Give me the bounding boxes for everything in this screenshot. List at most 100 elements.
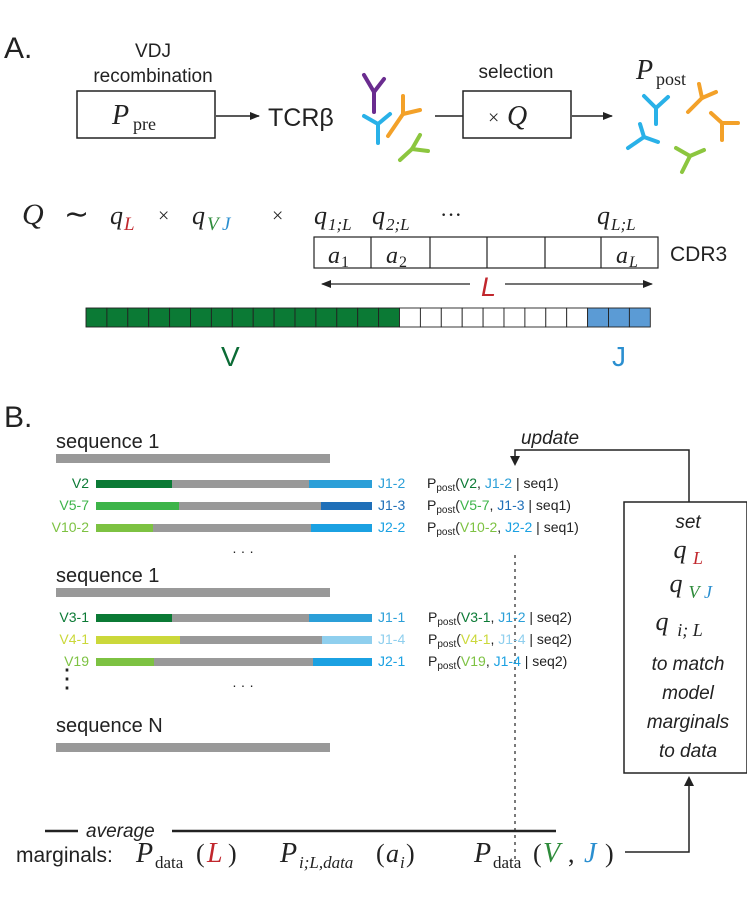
marginals-to-box-line [625, 784, 690, 853]
n-region-cell [461, 307, 484, 328]
m3-sub: data [493, 853, 522, 872]
eq-times-1: × [158, 205, 169, 227]
marginals-equation: P data ( L ) P i;L,data ( a i ) P data (… [135, 838, 614, 872]
group-vdots: ⋮ [54, 663, 80, 693]
j-segment-label: J [612, 341, 626, 372]
v-gene-label: V2 [72, 475, 89, 491]
antibody-green-icon [674, 146, 706, 174]
antibody-green-icon [398, 133, 430, 162]
sequence-bar [85, 307, 651, 328]
v-segment-cell [252, 307, 275, 328]
box-qiL-q: q [656, 607, 669, 636]
antibody-cyan-icon [626, 122, 660, 150]
m3-close: ) [605, 839, 614, 868]
q-equation: Q ∼ q L × q V J × q 1;L q 2;L ··· q L;L [22, 198, 636, 235]
v-gene-segment [96, 524, 153, 532]
p-post-annotation: Ppost(V5-7, J1-3 | seq1) [427, 497, 571, 516]
n-region-cell [524, 307, 547, 328]
j-gene-label: J1-2 [378, 475, 405, 491]
v-gene-label: V5-7 [59, 497, 89, 513]
cell-aL: a [616, 243, 628, 269]
p-pre-symbol: P [111, 100, 129, 131]
v-segment-cell [273, 307, 296, 328]
v-segment-cell [357, 307, 380, 328]
cell-a1: a [328, 243, 340, 269]
v-segment-cell [336, 307, 359, 328]
n-region-segment [180, 636, 322, 644]
box-line-2: model [662, 683, 715, 704]
antibody-cyan-icon [642, 94, 670, 126]
m2-P: P [279, 838, 297, 869]
update-arrow-head [510, 456, 520, 466]
v-gene-label: V4-1 [59, 631, 89, 647]
p-post-annotation: Ppost(V2, J1-2 | seq1) [427, 475, 559, 494]
j-gene-label: J1-1 [378, 609, 405, 625]
cell-aL-sub: L [628, 254, 638, 271]
n-region-cell [566, 307, 589, 328]
length-L-label: L [481, 272, 496, 302]
n-region-cell [503, 307, 526, 328]
j-gene-segment [309, 614, 372, 622]
p-post-symbol: P [635, 55, 653, 86]
eq-dots: ··· [440, 202, 462, 227]
average-label: average [86, 821, 155, 842]
antibody-cluster-post-icon [626, 82, 740, 174]
v-gene-label: V10-2 [52, 519, 90, 535]
m1-L: L [206, 838, 223, 869]
sequence-title: sequence 1 [56, 565, 159, 587]
v-segment-cell [106, 307, 129, 328]
eq-qL-q: q [110, 201, 123, 230]
m2-open: ( [376, 839, 385, 868]
box-line-4: to data [659, 741, 717, 762]
sequence-bar [56, 588, 330, 597]
eq-q1-sub: 1;L [328, 215, 352, 234]
eq-qL-sub: L [123, 214, 135, 235]
antibody-orange-icon [386, 94, 422, 138]
box-line-3: marginals [647, 712, 730, 733]
p-pre-box [76, 90, 216, 139]
marginals-to-box-arrow-head [684, 776, 694, 786]
j-gene-segment [309, 480, 372, 488]
row-ellipsis: · · · [232, 543, 254, 559]
set-q-box [623, 501, 747, 774]
cell-a1-sub: 1 [341, 254, 349, 271]
m1-open: ( [196, 839, 205, 868]
v-segment-cell [127, 307, 150, 328]
v-gene-label: V19 [64, 653, 89, 669]
m2-a: a [386, 839, 399, 868]
v-segment-cell [315, 307, 338, 328]
m2-sub: i;L,data [299, 853, 353, 872]
m3-P: P [473, 838, 491, 869]
j-gene-label: J2-1 [378, 653, 405, 669]
v-segment-cell [190, 307, 212, 328]
v-segment-cell [148, 307, 171, 328]
m3-open: ( [533, 839, 542, 868]
sequence-bar [56, 454, 330, 463]
update-label: update [521, 428, 579, 449]
sequence-n-title: sequence N [56, 715, 163, 737]
j-gene-segment [313, 658, 372, 666]
j-gene-segment [322, 636, 372, 644]
q-times: × [488, 107, 499, 129]
v-gene-label: V3-1 [59, 609, 89, 625]
q-symbol: Q [507, 101, 527, 132]
v-gene-segment [96, 658, 154, 666]
v-gene-segment [96, 480, 172, 488]
n-region-segment [153, 524, 311, 532]
v-segment-cell [231, 307, 254, 328]
selection-label: selection [479, 62, 554, 83]
antibody-purple-icon [362, 73, 386, 114]
box-line-1: to match [652, 654, 725, 675]
box-qL-q: q [674, 535, 687, 564]
n-region-segment [154, 658, 313, 666]
p-post-annotation: Ppost(V4-1, J1-4 | seq2) [428, 631, 572, 650]
eq-q2-q: q [372, 201, 385, 230]
box-set-label: set [675, 512, 701, 533]
antibody-cluster-pre-icon [362, 73, 430, 162]
cdr3-label: CDR3 [670, 243, 727, 266]
m2-close: ) [406, 839, 415, 868]
cell-a2-sub: 2 [399, 254, 407, 271]
n-region-segment [172, 480, 309, 488]
eq-q-capital: Q [22, 198, 44, 231]
v-segment-label: V [221, 341, 240, 372]
